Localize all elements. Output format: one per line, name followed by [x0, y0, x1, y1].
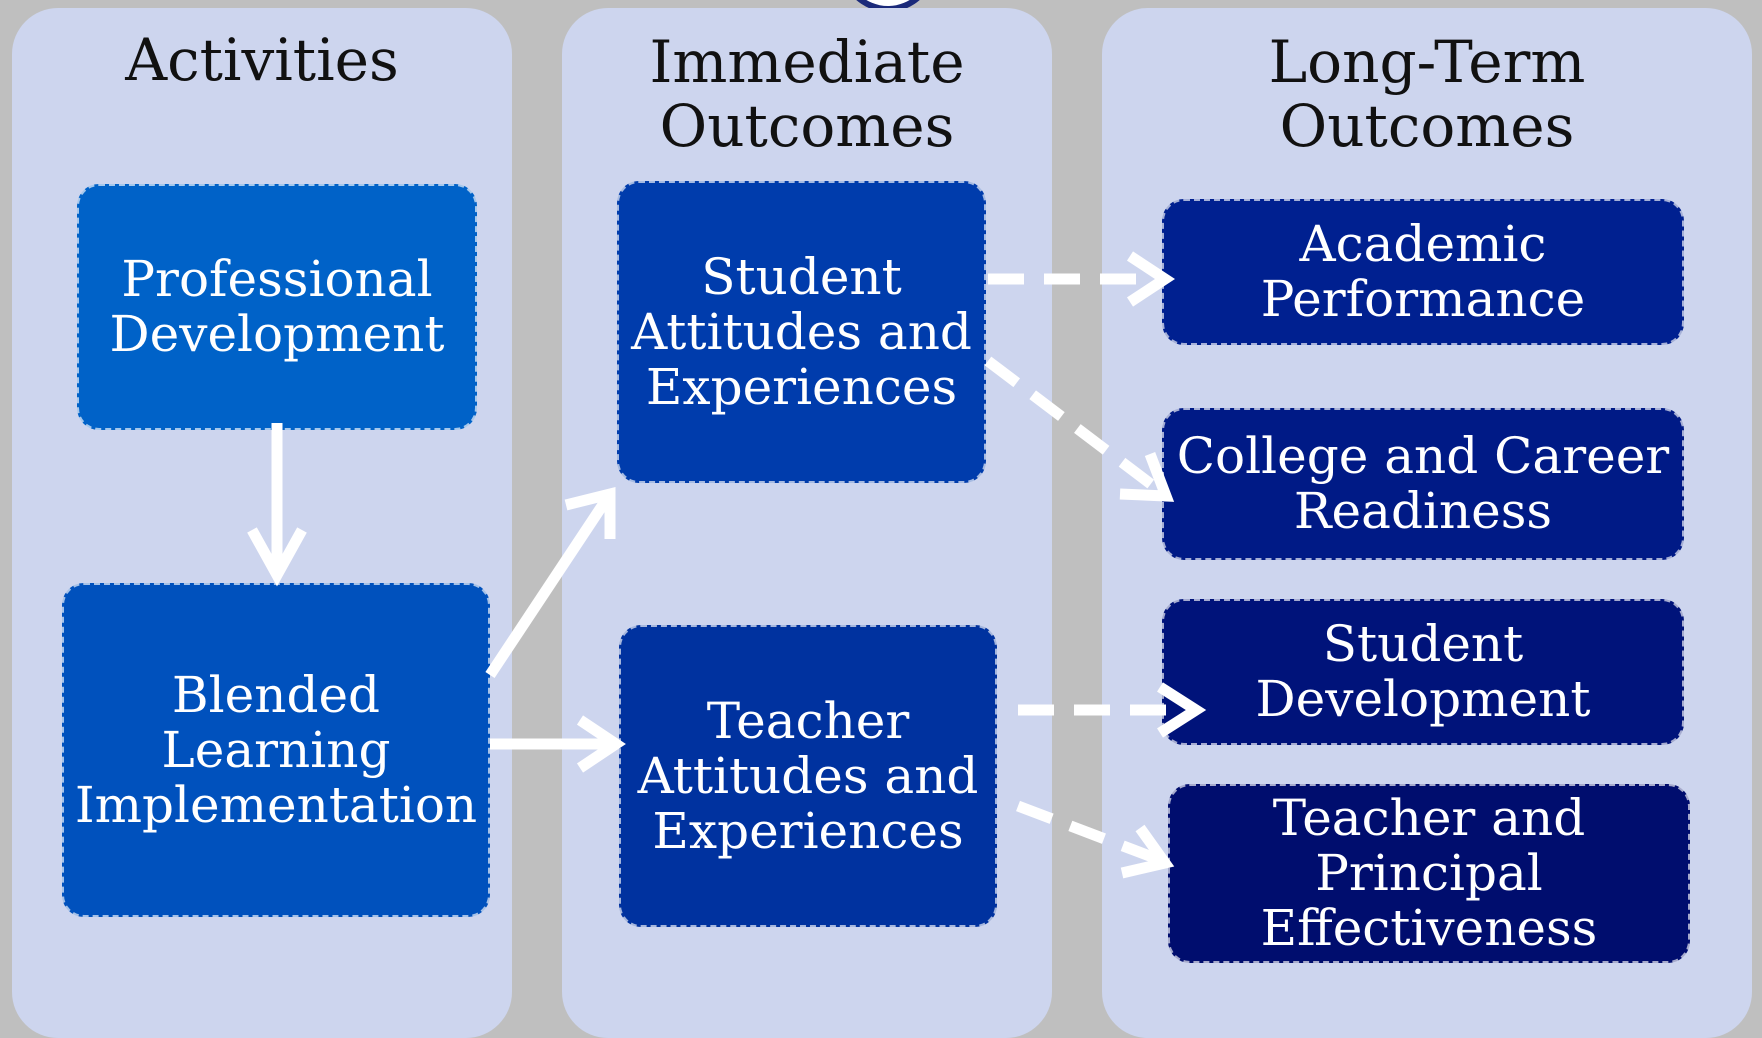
immediate-outcomes-column-title: Immediate Outcomes [649, 28, 965, 160]
teacher-attitudes-and-experiences-box: Teacher Attitudes and Experiences [619, 625, 997, 927]
long-term-outcomes-column-title: Long-Term Outcomes [1268, 28, 1586, 160]
student-attitudes-and-experiences-box: Student Attitudes and Experiences [617, 181, 986, 483]
student-development-box: Student Development [1162, 599, 1684, 745]
activities-column-title: Activities [125, 26, 399, 94]
academic-performance-box: Academic Performance [1162, 199, 1684, 345]
professional-development-box: Professional Development [77, 184, 477, 430]
blended-learning-implementation-box: Blended Learning Implementation [62, 583, 490, 917]
teacher-and-principal-effectiveness-box: Teacher and Principal Effectiveness [1168, 784, 1690, 963]
college-and-career-readiness-box: College and Career Readiness [1162, 408, 1684, 560]
